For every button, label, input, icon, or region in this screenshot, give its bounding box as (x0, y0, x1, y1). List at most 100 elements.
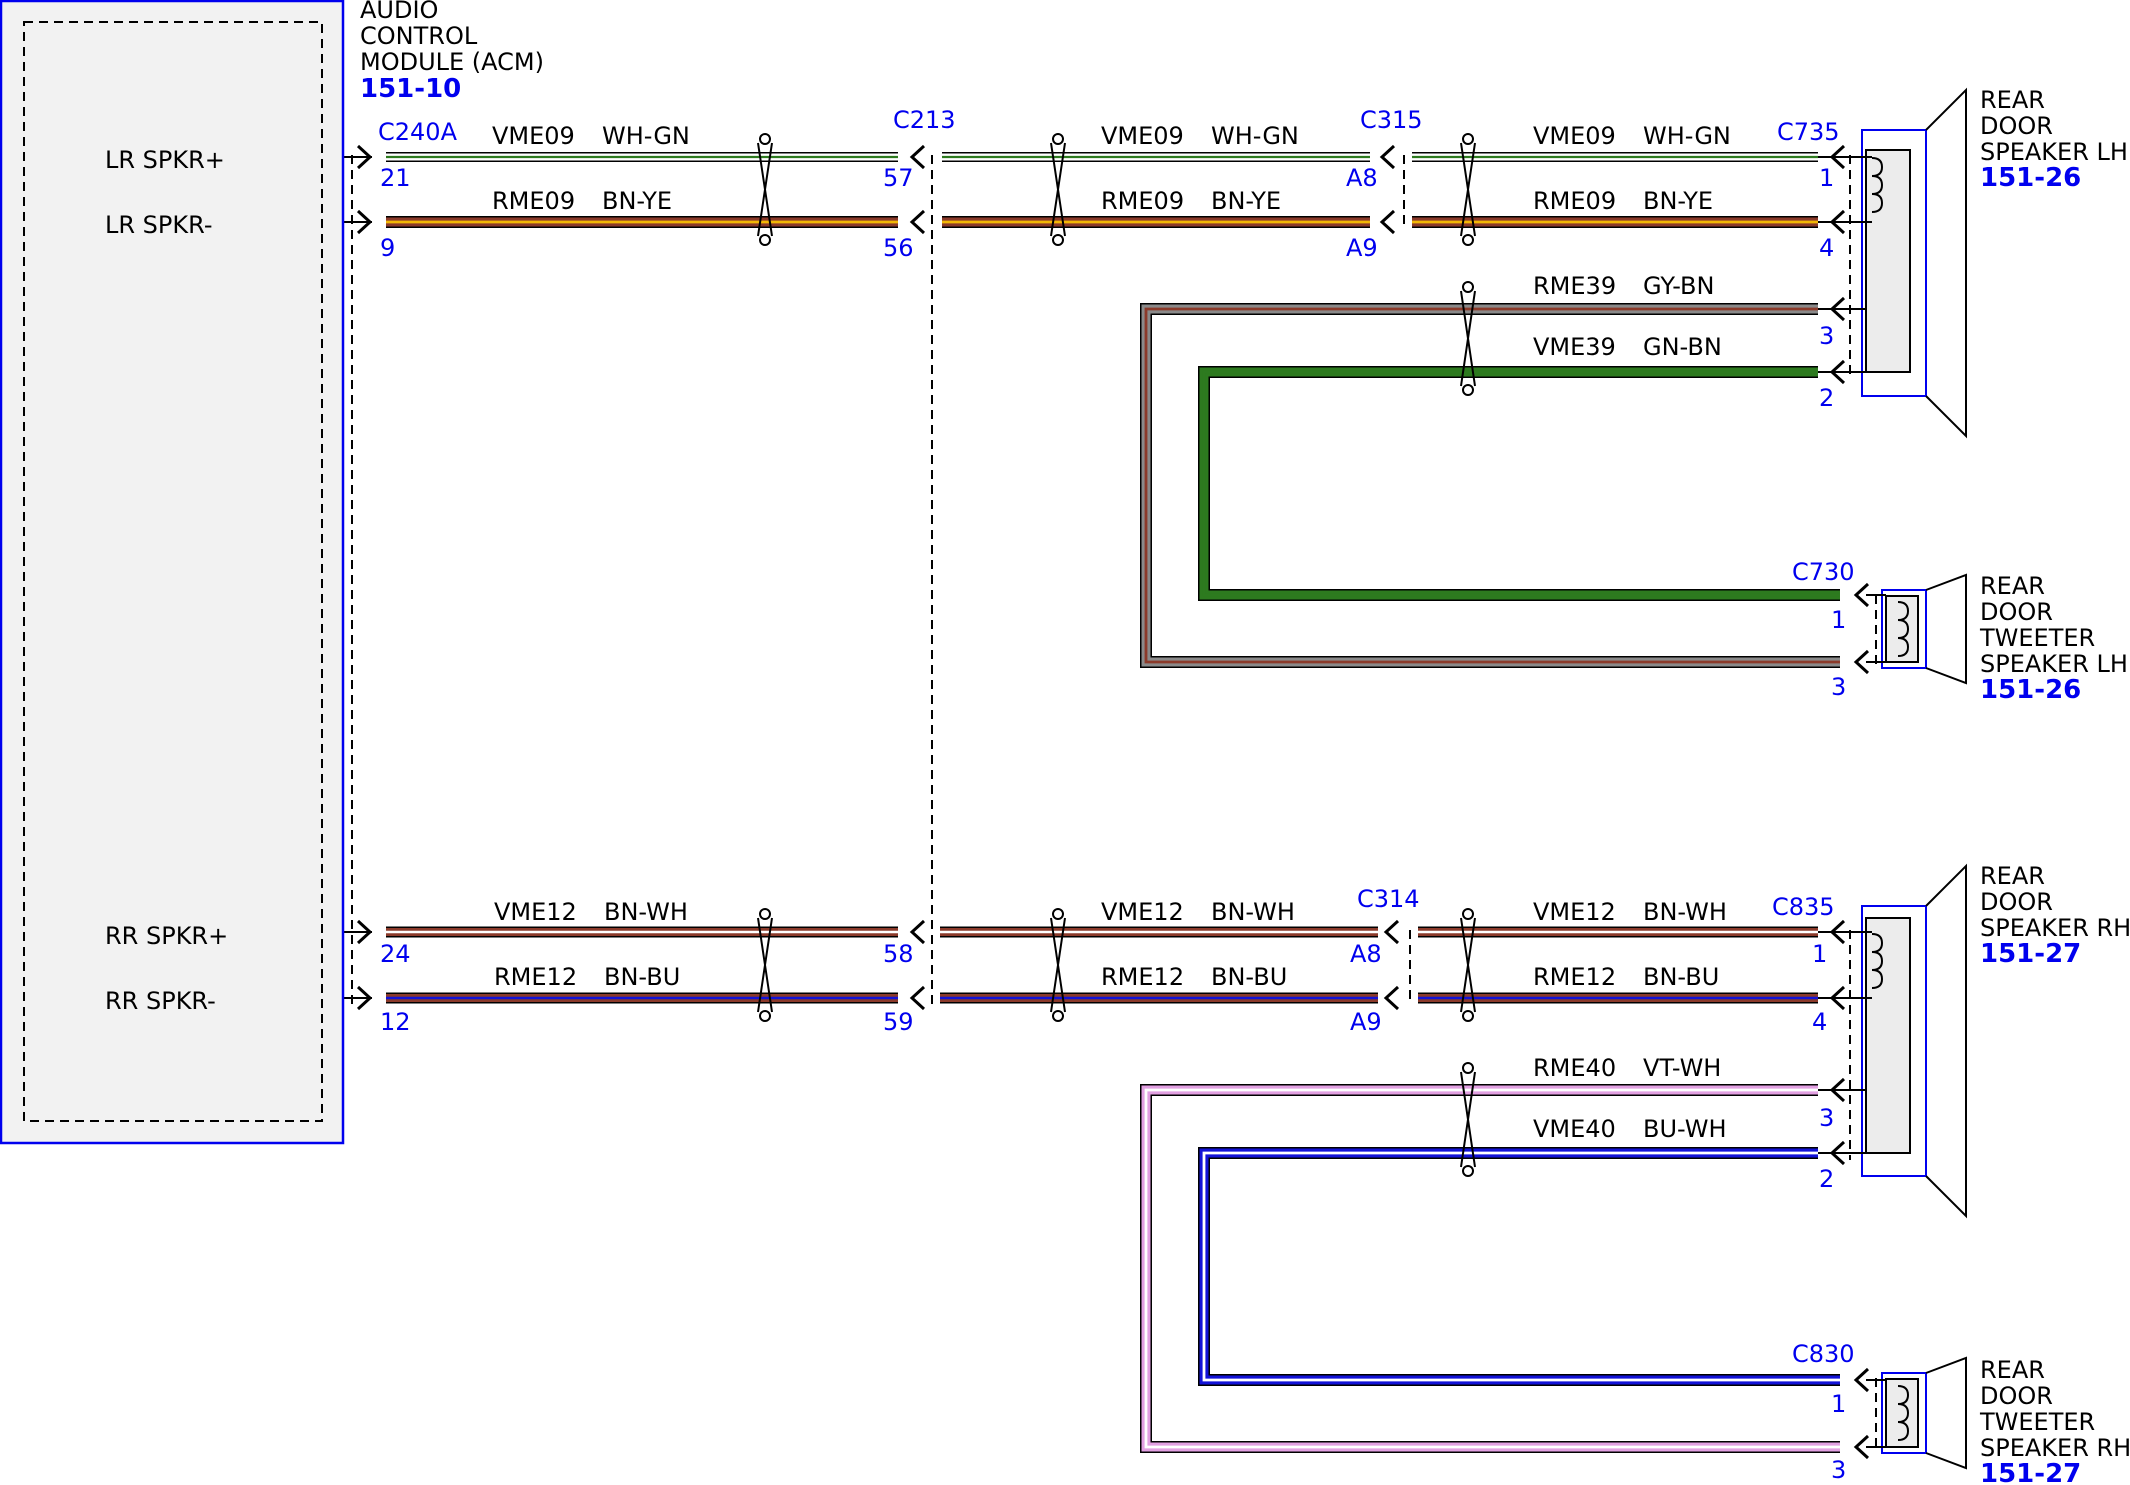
component-label: SPEAKER RH (1980, 914, 2130, 942)
pin-c240a-21: 21 (380, 164, 411, 192)
wire-color-label: BN-WH (1643, 898, 1727, 926)
pin-c315-a8: A8 (1346, 164, 1378, 192)
terminal-icon (356, 985, 373, 1011)
pin-c735-1: 1 (1819, 164, 1834, 192)
component-label: DOOR (1980, 112, 2053, 140)
pin-c835-2: 2 (1819, 1165, 1834, 1193)
connector-c314: C314 (1357, 885, 1420, 913)
twist-marker (1462, 908, 1474, 920)
wire-rme39 (1141, 304, 1840, 667)
pin-c735-3: 3 (1819, 322, 1834, 350)
twist-marker (1462, 281, 1474, 293)
component-label: REAR (1980, 572, 2045, 600)
terminal-icon (1853, 1434, 1870, 1460)
wire-circuit-label: VME09 (1101, 122, 1184, 150)
component-label: TWEETER (1979, 624, 2095, 652)
component-label: SPEAKER LH (1980, 650, 2128, 678)
pin-c240a-24: 24 (380, 940, 411, 968)
wire-vme40 (1198, 1147, 1840, 1386)
pin-c730-3: 3 (1831, 673, 1846, 701)
terminal-icon (909, 985, 926, 1011)
wire-color-label: BN-BU (1643, 963, 1719, 991)
module-ref: 151-10 (360, 74, 461, 104)
pin-c240a-9: 9 (380, 234, 395, 262)
wire-circuit-label: RME40 (1533, 1054, 1616, 1082)
wire-color-label: BN-YE (1643, 187, 1713, 215)
twist-marker (759, 908, 771, 920)
wire-rme40 (1141, 1085, 1840, 1452)
wire-color-label: BN-WH (1211, 898, 1295, 926)
twist-marker (1460, 142, 1476, 237)
component-ref: 151-26 (1980, 163, 2081, 193)
wire-layer (322, 152, 1856, 1453)
wire-circuit-label: VME40 (1533, 1115, 1616, 1143)
pin-c314-a9: A9 (1350, 1008, 1382, 1036)
rear-door-tweeter-rh (1866, 1356, 1967, 1470)
pin-c315-a9: A9 (1346, 234, 1378, 262)
wire-color-label: GN-BN (1643, 333, 1722, 361)
component-ref: 151-27 (1980, 1459, 2081, 1485)
twist-marker (757, 142, 773, 237)
twist-marker (1462, 133, 1474, 145)
wire-circuit-label: RME12 (1101, 963, 1184, 991)
component-label: DOOR (1980, 888, 2053, 916)
terminal-icon (909, 209, 926, 235)
wire-circuit-label: RME12 (1533, 963, 1616, 991)
pin-c835-4: 4 (1812, 1008, 1827, 1036)
terminal-icon (1829, 1140, 1846, 1166)
pin-c735-2: 2 (1819, 384, 1834, 412)
wire-color-label: BN-YE (602, 187, 672, 215)
terminal-icon (1853, 582, 1870, 608)
terminal-icon (1379, 209, 1396, 235)
connector-outlines (351, 155, 1877, 1448)
component-label: DOOR (1980, 598, 2053, 626)
terminal-icon (1379, 144, 1396, 170)
terminal-icon (1383, 919, 1400, 945)
connector-c735: C735 (1777, 118, 1840, 146)
wire-circuit-label: RME12 (494, 963, 577, 991)
wire-vme40 (1199, 1148, 1840, 1385)
connector-terminals (356, 144, 1870, 1460)
wire-vme40 (1202, 1151, 1840, 1382)
twist-marker (1460, 1071, 1476, 1168)
wire-color-label: BN-YE (1211, 187, 1281, 215)
pin-c213-58: 58 (883, 940, 914, 968)
wire-circuit-label: RME09 (1101, 187, 1184, 215)
wire-color-label: WH-GN (602, 122, 690, 150)
pin-c213-56: 56 (883, 234, 914, 262)
twist-marker (1462, 384, 1474, 396)
connector-c315: C315 (1360, 106, 1423, 134)
terminal-icon (1829, 296, 1846, 322)
twist-marker (759, 1010, 771, 1022)
rear-door-speaker-rh (1856, 863, 1967, 1219)
terminal-icon (909, 144, 926, 170)
component-label: TWEETER (1979, 1408, 2095, 1436)
rear-door-tweeter-lh (1866, 573, 1967, 685)
twist-marker (757, 917, 773, 1013)
twist-marker (759, 133, 771, 145)
pin-c835-1: 1 (1812, 940, 1827, 968)
wire-color-label: BN-BU (1211, 963, 1287, 991)
terminal-icon (909, 919, 926, 945)
component-label: SPEAKER LH (1980, 138, 2128, 166)
wire-circuit-label: VME39 (1533, 333, 1616, 361)
wire-rme40 (1140, 1084, 1840, 1453)
component-ref: 151-27 (1980, 939, 2081, 969)
twist-marker (1462, 1010, 1474, 1022)
connector-c835: C835 (1772, 893, 1835, 921)
pin-label-lr-spkr-plus: LR SPKR+ (105, 146, 225, 174)
pin-numbers: 21 9 24 12 57 56 58 59 A8 A9 A8 A9 1 4 3… (380, 164, 1846, 1484)
wire-color-label: BN-BU (604, 963, 680, 991)
wire-vme39 (1202, 370, 1840, 597)
component-label: REAR (1980, 1356, 2045, 1384)
twist-marker (1050, 142, 1066, 237)
twist-marker (1460, 290, 1476, 387)
wire-circuit-label: VME12 (494, 898, 577, 926)
wire-circuit-label: VME12 (1533, 898, 1616, 926)
terminal-icon (356, 209, 373, 235)
pin-c240a-12: 12 (380, 1008, 411, 1036)
wire-color-label: BN-WH (604, 898, 688, 926)
wire-rme39 (1144, 307, 1840, 664)
twist-marker (1462, 234, 1474, 246)
